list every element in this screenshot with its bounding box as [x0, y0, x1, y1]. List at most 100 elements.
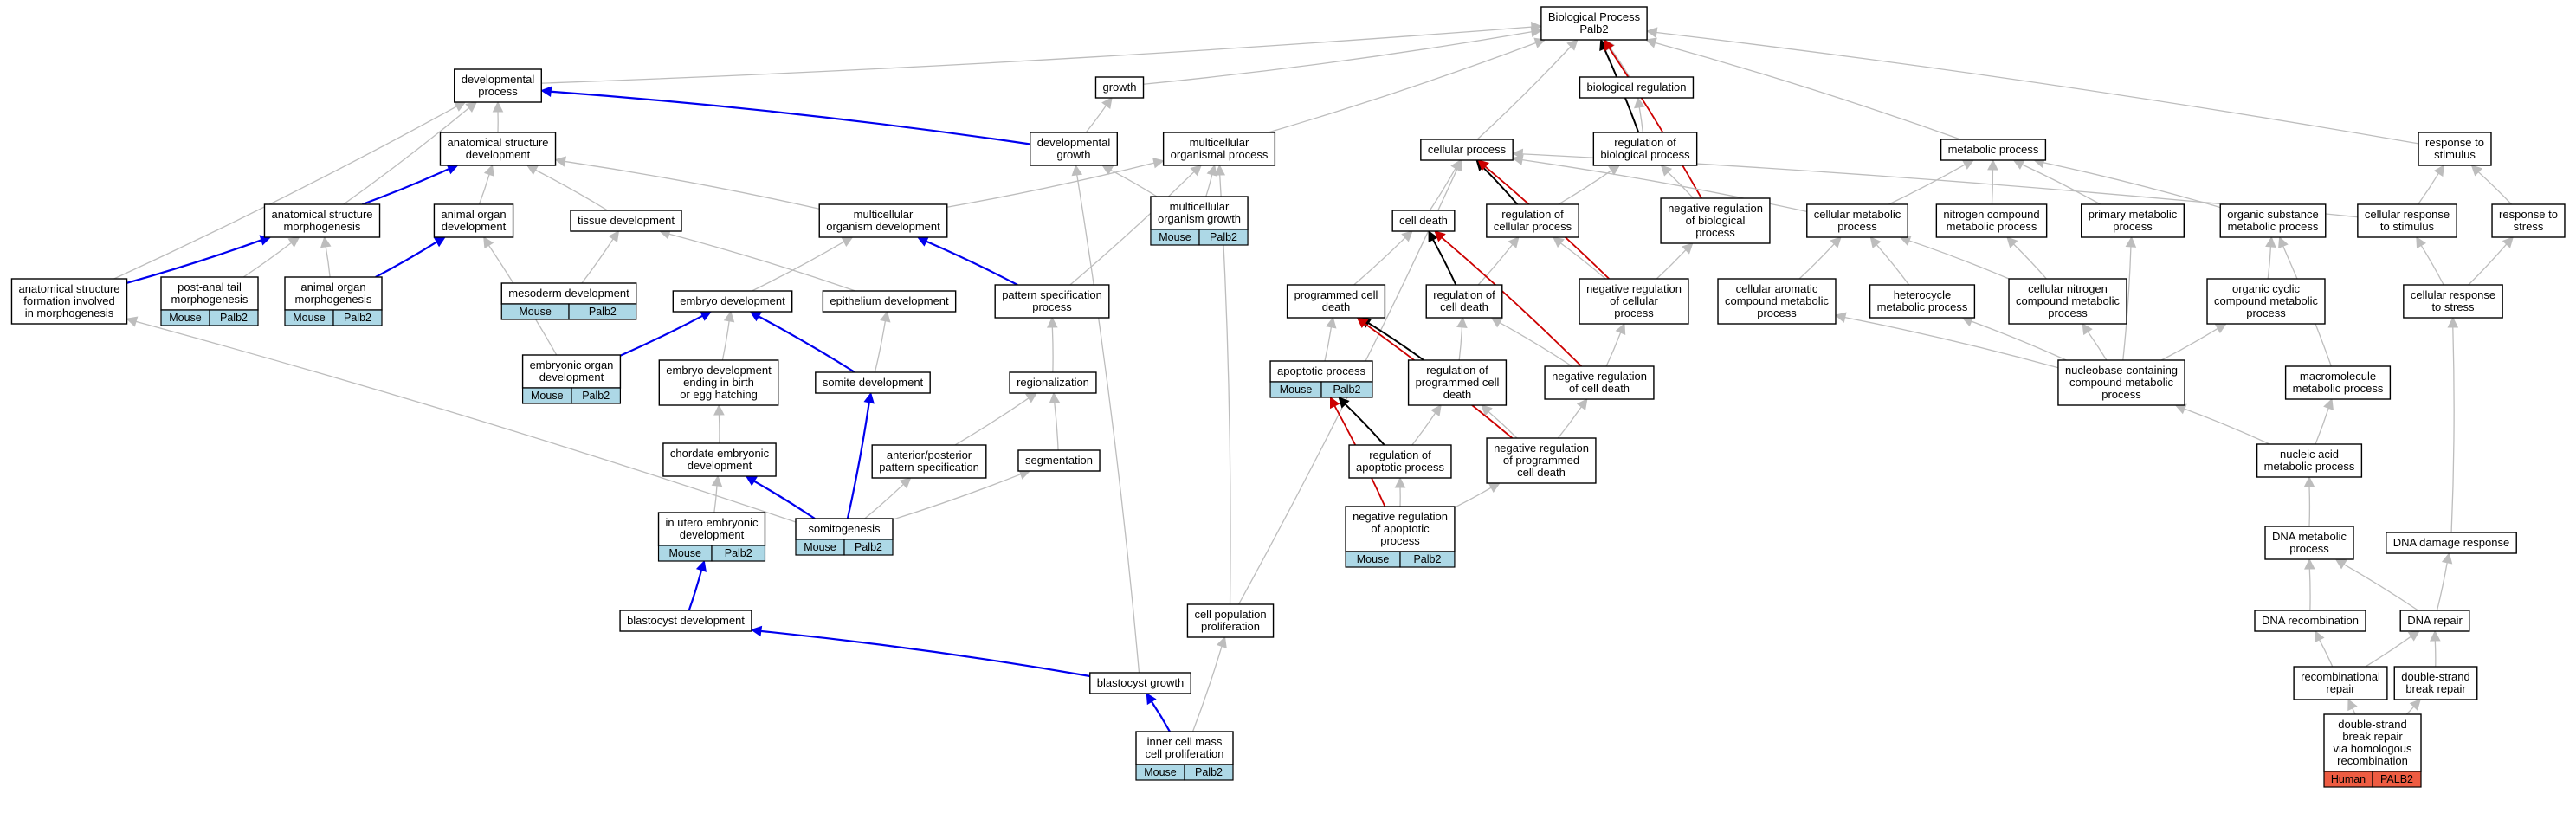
go-term-celldeath[interactable]: cell death [1391, 210, 1456, 232]
go-term-dnarepair[interactable]: DNA repair [2399, 610, 2470, 632]
edge-line [1638, 106, 1643, 133]
go-term-growth[interactable]: growth [1094, 76, 1145, 99]
go-term-tissue[interactable]: tissue development [570, 210, 682, 232]
edge-arrowhead [320, 236, 332, 248]
go-term-bioreg[interactable]: biological regulation [1579, 76, 1695, 99]
go-term-blastdev[interactable]: blastocyst development [619, 610, 752, 632]
go-term-dnadr[interactable]: DNA damage response [2386, 532, 2517, 554]
edge-arrowhead [1576, 398, 1588, 410]
go-term-metproc[interactable]: metabolic process [1940, 139, 2047, 161]
term-label: regulation of [1501, 208, 1564, 221]
edge-arrowhead [2470, 165, 2483, 177]
term-label: regulation of [1426, 364, 1488, 377]
edge-arrowhead [465, 101, 478, 113]
go-term-cellproc[interactable]: cellular process [1420, 139, 1514, 161]
edge-part-of [126, 235, 272, 284]
edge-arrowhead [2214, 323, 2227, 334]
annotation-species: Mouse [1144, 766, 1177, 778]
go-term-segment[interactable]: segmentation [1017, 449, 1101, 472]
term-label: biological process [1600, 148, 1690, 161]
term-label: metabolic process [1948, 143, 2039, 156]
go-term-somite[interactable]: somite development [815, 371, 931, 394]
edge-line [325, 246, 331, 278]
edge-arrowhead [1206, 164, 1217, 177]
go-term-blastgrowth[interactable]: blastocyst growth [1089, 672, 1191, 694]
edge-is-a [1069, 165, 1202, 286]
annotation-gene: Palb2 [582, 390, 610, 402]
term-label: post-anal tail [178, 281, 242, 294]
term-label: epithelium development [830, 294, 949, 307]
term-label: compound metabolic [2016, 294, 2120, 307]
go-term-regionaliz[interactable]: regionalization [1009, 371, 1097, 394]
edge-line [2319, 639, 2334, 668]
edge-is-a [2006, 236, 2047, 280]
edge-regulates [1359, 317, 1424, 361]
go-term-dnarecomb[interactable]: DNA recombination [2254, 610, 2366, 632]
term-label: segmentation [1025, 454, 1093, 467]
edge-line [668, 233, 855, 292]
edge-line [2013, 243, 2047, 280]
edge-line [1268, 42, 1537, 133]
go-term-embryo[interactable]: embryo development [672, 290, 793, 313]
annotation-gene-cell [1198, 229, 1249, 246]
edge-is-a [864, 477, 912, 519]
edge-line [864, 483, 904, 519]
term-label: process [478, 85, 518, 98]
go-term-epith[interactable]: epithelium development [822, 290, 957, 313]
